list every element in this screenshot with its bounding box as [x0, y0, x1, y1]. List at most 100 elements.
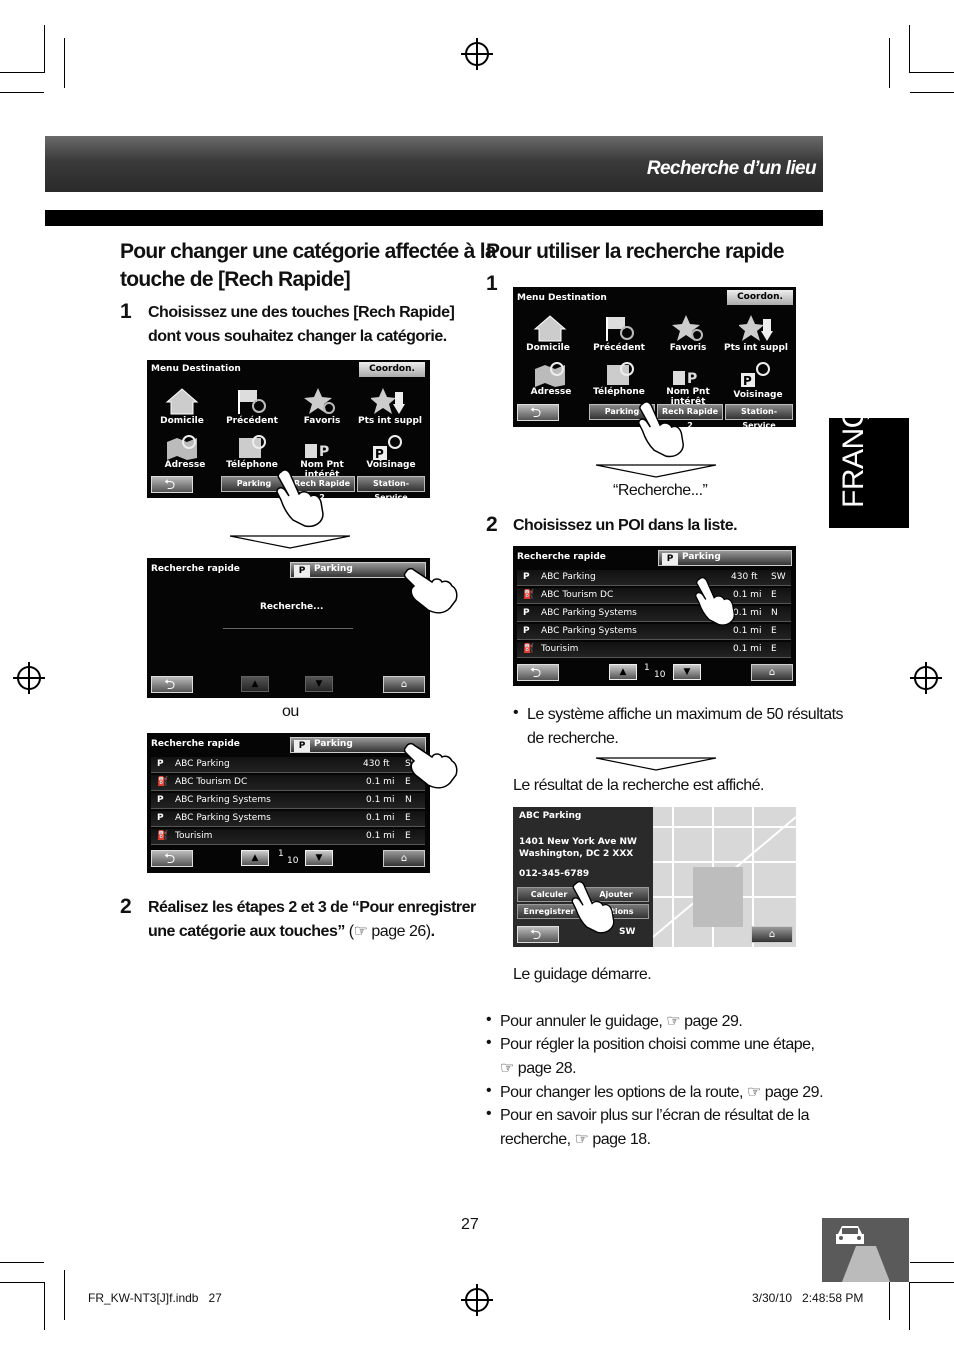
icon-label[interactable]: Pts int suppl [357, 416, 423, 426]
icon-label[interactable]: Téléphone [226, 460, 278, 470]
down-arrow-button[interactable]: ▼ [305, 676, 333, 692]
row-name: ABC Parking [541, 572, 596, 582]
icon-label[interactable]: Voisinage [366, 460, 416, 470]
icon-label[interactable]: Précédent [593, 343, 645, 353]
crop-mark [0, 1282, 44, 1283]
list-item[interactable]: P ABC Parking Systems 0.1 mi N [517, 606, 791, 622]
icon-label[interactable]: Adresse [530, 387, 572, 397]
row-icon: ⛽ [157, 777, 169, 787]
list-item[interactable]: P ABC Parking Systems 0.1 mi N [151, 793, 425, 809]
address-line: Washington, DC 2 XXX [519, 849, 634, 859]
step-line: . [430, 923, 435, 940]
quick-search-button[interactable]: Station-Service [357, 476, 425, 498]
category-label: Parking [314, 564, 353, 574]
up-arrow-button[interactable]: ▲ [609, 664, 637, 680]
section-header-band: Recherche d’un lieu [45, 136, 823, 192]
back-button[interactable] [517, 924, 559, 947]
row-icon: P [157, 813, 164, 823]
icon-label[interactable]: Précédent [226, 416, 278, 426]
row-distance: 0.1 mi [366, 777, 395, 787]
category-label: Parking [682, 552, 721, 562]
back-button[interactable] [151, 674, 193, 698]
section-title: Recherche d’un lieu [646, 158, 817, 179]
navigation-icon[interactable]: ⌂ [751, 926, 793, 943]
coord-button[interactable]: Coordon. [359, 362, 425, 377]
row-distance: 0.1 mi [366, 813, 395, 823]
list-item[interactable]: P ABC Parking Systems 0.1 mi E [517, 624, 791, 640]
quick-search-button[interactable]: Parking [589, 404, 655, 420]
quick-search-button[interactable]: Station-Service [725, 404, 793, 427]
row-name: Tourisim [541, 644, 579, 654]
save-button[interactable]: Enregistrer [517, 904, 581, 919]
icon-label[interactable]: Favoris [669, 343, 707, 353]
right-heading: Pour utiliser la recherche rapide [486, 240, 785, 263]
add-button[interactable]: Ajouter [583, 887, 649, 902]
screen-title: Recherche rapide [151, 564, 240, 574]
icon-label[interactable]: Voisinage [733, 390, 783, 400]
row-icon: P [157, 795, 164, 805]
searching-caption: “Recherche...” [613, 482, 708, 499]
flag-icon [606, 317, 634, 341]
navigation-icon[interactable]: ⌂ [383, 676, 425, 693]
quick-search-button[interactable]: Rech Rapide 2 [289, 476, 355, 498]
row-name: ABC Parking Systems [541, 608, 637, 618]
step-number: 1 [120, 300, 132, 323]
calculate-button[interactable]: Calculer [517, 887, 581, 902]
screen-title: Recherche rapide [517, 552, 606, 562]
page-current: 1 [278, 849, 284, 859]
flag-icon [238, 390, 266, 414]
crop-mark [44, 25, 45, 73]
bullet-item: Pour changer les options de la route, ☞ … [500, 1081, 824, 1105]
list-item[interactable]: P ABC Parking 430 ft SW [517, 570, 791, 586]
down-arrow-button[interactable]: ▼ [305, 850, 333, 866]
crop-mark [910, 1262, 954, 1263]
crop-mark [44, 1282, 45, 1330]
icon-label[interactable]: Téléphone [593, 387, 645, 397]
row-direction: E [771, 626, 777, 636]
crop-mark [909, 1282, 910, 1330]
icon-label[interactable]: Domicile [526, 343, 570, 353]
coord-button[interactable]: Coordon. [727, 290, 793, 305]
icon-label[interactable]: Nom Pnt intérêt [300, 460, 344, 480]
down-arrow-button[interactable]: ▼ [673, 664, 701, 680]
list-item[interactable]: P ABC Parking 430 ft SW [151, 757, 425, 773]
row-distance: 0.1 mi [733, 626, 762, 636]
navigation-icon[interactable]: ⌂ [751, 664, 793, 681]
step-line: une catégorie aux touches” [148, 923, 345, 940]
results-screen: Recherche rapide P Parking P ABC Parking… [147, 733, 430, 873]
quick-search-button[interactable]: Rech Rapide 2 [657, 404, 723, 427]
left-step2-text: Réalisez les étapes 2 et 3 de “Pour enre… [148, 896, 476, 944]
back-button[interactable] [517, 402, 559, 426]
icon-label[interactable]: Pts int suppl [723, 343, 789, 353]
list-item[interactable]: ⛽ ABC Tourism DC 0.1 mi E [517, 588, 791, 604]
row-direction: SW [771, 572, 786, 582]
row-icon: P [523, 572, 530, 582]
row-icon: ⛽ [157, 831, 169, 841]
back-button[interactable] [517, 662, 559, 686]
up-arrow-button[interactable]: ▲ [241, 850, 269, 866]
list-item[interactable]: ⛽ Tourisim 0.1 mi E [151, 829, 425, 845]
back-button[interactable] [151, 848, 193, 872]
row-direction: N [771, 608, 778, 618]
icon-label[interactable]: Adresse [164, 460, 206, 470]
list-item[interactable]: ⛽ ABC Tourism DC 0.1 mi E [151, 775, 425, 791]
bullet-dot: • [486, 1105, 492, 1122]
left-heading-line: touche de [Rech Rapide] [120, 268, 351, 291]
bullet-item: Pour régler la position choisi comme une… [500, 1033, 815, 1081]
bullet-line: Pour changer les options de la route, ☞ … [500, 1084, 824, 1101]
navigation-icon[interactable]: ⌂ [383, 850, 425, 867]
poi-icon: P [673, 371, 697, 387]
svg-text:P: P [687, 371, 697, 387]
row-direction: E [771, 644, 777, 654]
crop-mark [0, 1262, 44, 1263]
or-label: ou [282, 703, 299, 720]
list-item[interactable]: ⛽ Tourisim 0.1 mi E [517, 642, 791, 658]
icon-label[interactable]: Nom Pnt intérêt [666, 387, 710, 407]
icon-label[interactable]: Favoris [303, 416, 341, 426]
page-reference: (☞ page 26) [344, 923, 431, 940]
registration-mark-icon [461, 38, 493, 70]
back-button[interactable] [151, 474, 193, 498]
icon-label[interactable]: Domicile [160, 416, 204, 426]
up-arrow-button[interactable]: ▲ [241, 676, 269, 692]
list-item[interactable]: P ABC Parking Systems 0.1 mi E [151, 811, 425, 827]
